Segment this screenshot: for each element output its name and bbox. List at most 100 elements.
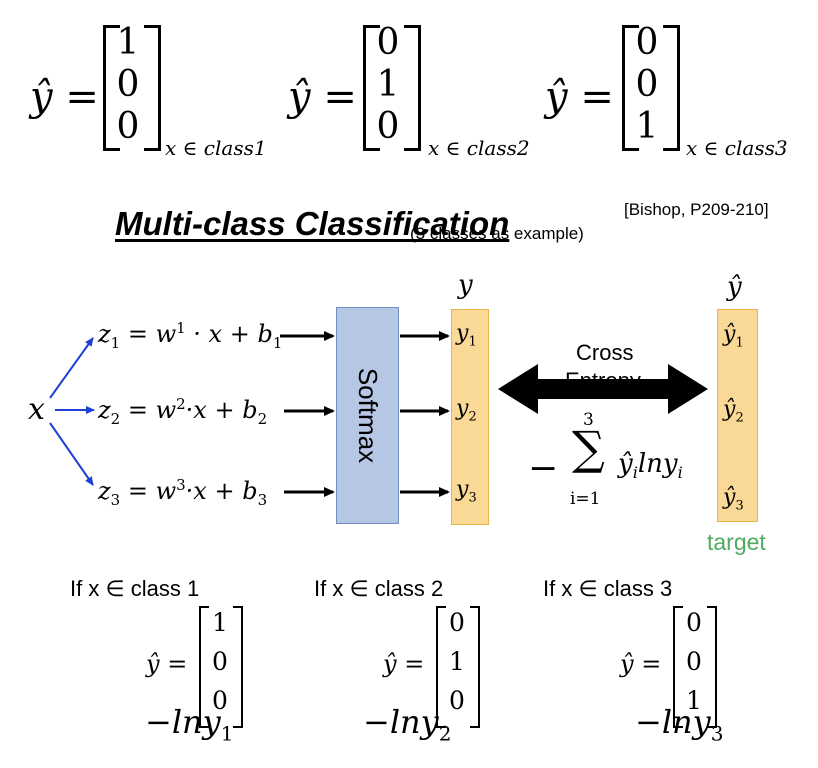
- eq-w-sup: 2: [176, 395, 186, 413]
- eq-b-sub: 1: [272, 333, 283, 352]
- case-loss-2: −lny2: [363, 703, 451, 745]
- eq-tail: · x + b: [185, 320, 273, 348]
- right-bracket: [404, 25, 421, 151]
- target-base: ŷ: [723, 397, 736, 422]
- vector-entry: 0: [212, 686, 228, 715]
- eq-w-sup: 1: [176, 319, 186, 337]
- case-loss-sub: 1: [220, 721, 234, 746]
- right-bracket: [663, 25, 680, 151]
- right-bracket: [707, 606, 717, 728]
- right-bracket: [233, 606, 243, 728]
- case-loss-text: −lny: [635, 703, 711, 741]
- output-base: y: [456, 321, 469, 346]
- vector-entry: 0: [449, 608, 465, 637]
- case-loss-sub: 2: [438, 721, 452, 746]
- vector-entry: 1: [686, 686, 702, 715]
- top-vector-lhs: ŷ =: [288, 74, 357, 120]
- eq-w: = w: [120, 396, 177, 424]
- left-bracket: [622, 25, 639, 151]
- vector-entry: 1: [449, 647, 465, 676]
- case-condition-2: If x ∈ class 2: [314, 576, 444, 601]
- case-lhs-3: ŷ =: [620, 650, 662, 678]
- output-y3: y3: [456, 477, 477, 505]
- eq-z-sub: 2: [110, 409, 121, 428]
- target-y3: ŷ3: [723, 485, 744, 513]
- vector-entry: 0: [635, 64, 659, 105]
- case-loss-sub: 3: [710, 721, 724, 746]
- vector-entry: 1: [212, 608, 228, 637]
- loss-sigma: ∑: [572, 421, 605, 475]
- eq-tail: ·x + b: [185, 396, 258, 424]
- entropy-label-clip: Entropy: [565, 371, 675, 380]
- loss-ln: lny: [637, 449, 678, 479]
- left-bracket: [199, 606, 209, 728]
- case-condition-3: If x ∈ class 3: [543, 576, 673, 601]
- target-base: ŷ: [723, 322, 736, 347]
- output-y2: y2: [456, 396, 477, 424]
- right-bracket: [470, 606, 480, 728]
- target-y1: ŷ1: [723, 322, 744, 350]
- case-lhs-1: ŷ =: [146, 650, 188, 678]
- input-arrow-3: [49, 422, 94, 486]
- input-x: x: [28, 392, 45, 427]
- case-loss-text: −lny: [145, 703, 221, 741]
- case-loss-text: −lny: [363, 703, 439, 741]
- vector-entry: 0: [116, 64, 140, 105]
- left-bracket: [363, 25, 380, 151]
- vector-entry: 0: [212, 647, 228, 676]
- case-loss-3: −lny3: [635, 703, 723, 745]
- vector-entry: 0: [116, 106, 140, 147]
- vector-entry: 1: [635, 106, 659, 147]
- eq-b-sub: 2: [257, 409, 268, 428]
- target-sub: 2: [735, 410, 744, 426]
- vector-entry: 1: [376, 64, 400, 105]
- vector-entry: 0: [686, 647, 702, 676]
- class-subscript: x ∈ class2: [428, 136, 530, 160]
- softmax-label: Softmax: [353, 367, 383, 464]
- entropy-label: Entropy: [565, 371, 675, 380]
- output-sub: 1: [468, 334, 477, 350]
- loss-yhat-sub: i: [632, 463, 638, 483]
- left-bracket: [673, 606, 683, 728]
- loss-lower-limit: i=1: [570, 489, 601, 509]
- eq-b-sub: 3: [257, 490, 268, 509]
- case-loss-1: −lny1: [145, 703, 233, 745]
- vector-entry: 0: [376, 22, 400, 63]
- output-y1: y1: [456, 321, 477, 349]
- equation-2: z2 = w2·x + b2: [98, 395, 267, 428]
- vector-entry: 0: [449, 686, 465, 715]
- target-label: target: [707, 529, 766, 555]
- target-sub: 1: [735, 335, 744, 351]
- section-title: Multi-class Classification: [115, 205, 510, 242]
- cross-entropy-arrow: [498, 364, 708, 414]
- input-arrow-1: [49, 337, 94, 399]
- eq-w: = w: [120, 477, 177, 505]
- section-subtitle: (3 classes as example): [410, 224, 584, 243]
- loss-minus: −: [528, 448, 559, 489]
- output-box: [451, 309, 489, 525]
- eq-w: = w: [120, 320, 177, 348]
- vector-entry: 0: [635, 22, 659, 63]
- eq-w-sup: 3: [176, 476, 186, 494]
- softmax-label-wrap: Softmax: [336, 307, 399, 524]
- eq-z-sub: 3: [110, 490, 121, 509]
- class-subscript: x ∈ class1: [165, 136, 267, 160]
- case-condition-1: If x ∈ class 1: [70, 576, 200, 601]
- target-box: [717, 309, 758, 522]
- target-y2: ŷ2: [723, 397, 744, 425]
- left-bracket: [103, 25, 120, 151]
- equation-1: z1 = w1 · x + b1: [98, 319, 282, 352]
- eq-z: z: [98, 477, 111, 505]
- equation-3: z3 = w3·x + b3: [98, 476, 267, 509]
- loss-ln-sub: i: [677, 463, 683, 483]
- softmax-box: [336, 307, 399, 524]
- citation: [Bishop, P209-210]: [624, 200, 769, 219]
- target-header: ŷ: [727, 272, 742, 302]
- output-header: y: [458, 270, 473, 300]
- loss-term: ŷilnyi: [618, 449, 683, 482]
- loss-upper-limit: 3: [583, 410, 594, 430]
- top-vector-lhs: ŷ =: [545, 74, 614, 120]
- left-bracket: [436, 606, 446, 728]
- target-sub: 3: [735, 498, 744, 514]
